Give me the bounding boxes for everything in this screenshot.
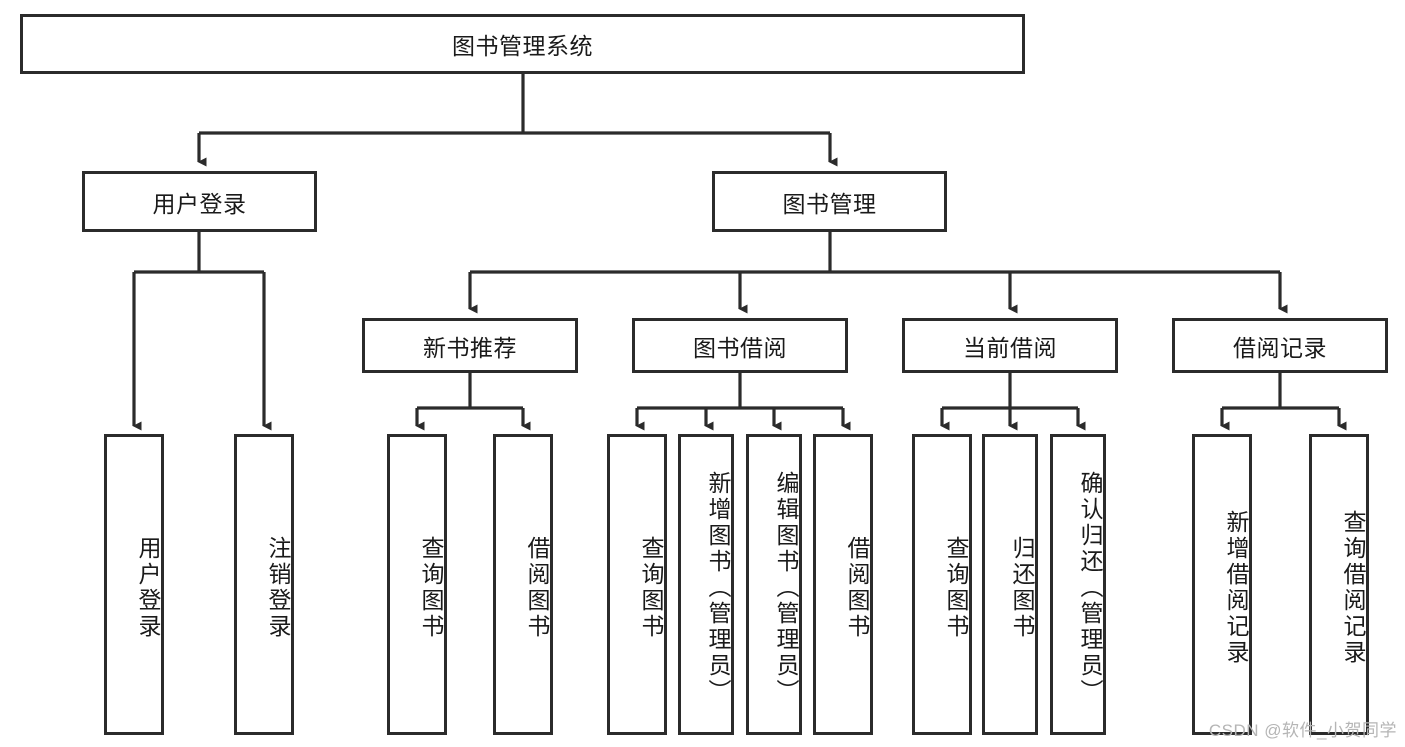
node-label: 查询图书 [418, 535, 444, 640]
node-label: 图书借阅 [693, 334, 787, 361]
node-new-book-recommend[interactable]: 新书推荐 [362, 318, 578, 373]
node-label: 归还图书 [1009, 535, 1035, 640]
leaf-current-return-book[interactable]: 归还图书 [982, 434, 1038, 735]
node-label: 新增图书（管理员） [705, 470, 731, 705]
leaf-borrow-borrow-book[interactable]: 借阅图书 [813, 434, 873, 735]
leaf-current-query-book[interactable]: 查询图书 [912, 434, 972, 735]
node-label: 当前借阅 [963, 334, 1057, 361]
node-label: 新增借阅记录 [1223, 509, 1249, 666]
csdn-watermark: CSDN @软件_小贺同学 [1208, 721, 1397, 740]
leaf-records-add-record[interactable]: 新增借阅记录 [1192, 434, 1252, 735]
node-label: 查询图书 [943, 535, 969, 640]
node-book-management[interactable]: 图书管理 [712, 171, 947, 232]
leaf-user-login-logout[interactable]: 注销登录 [234, 434, 294, 735]
leaf-current-confirm-return-admin[interactable]: 确认归还（管理员） [1050, 434, 1106, 735]
leaf-borrow-query-book[interactable]: 查询图书 [607, 434, 667, 735]
leaf-borrow-add-book-admin[interactable]: 新增图书（管理员） [678, 434, 734, 735]
leaf-user-login-login[interactable]: 用户登录 [104, 434, 164, 735]
node-label: 注销登录 [265, 535, 291, 640]
node-label: 查询图书 [638, 535, 664, 640]
node-label: 图书管理系统 [452, 33, 593, 59]
node-label: 图书管理 [782, 190, 877, 217]
node-label: 借阅图书 [844, 535, 870, 640]
node-label: 编辑图书（管理员） [773, 470, 799, 705]
node-label: 新书推荐 [423, 334, 517, 361]
node-borrow-records[interactable]: 借阅记录 [1172, 318, 1388, 373]
node-user-login[interactable]: 用户登录 [82, 171, 317, 232]
node-label: 确认归还（管理员） [1077, 470, 1103, 705]
node-label: 查询借阅记录 [1340, 509, 1366, 666]
leaf-recommend-borrow-book[interactable]: 借阅图书 [493, 434, 553, 735]
node-label: 借阅图书 [524, 535, 550, 640]
node-current-borrow[interactable]: 当前借阅 [902, 318, 1118, 373]
node-label: 用户登录 [152, 190, 247, 217]
node-root-book-management-system[interactable]: 图书管理系统 [20, 14, 1025, 74]
leaf-recommend-query-book[interactable]: 查询图书 [387, 434, 447, 735]
leaf-borrow-edit-book-admin[interactable]: 编辑图书（管理员） [746, 434, 802, 735]
node-label: 用户登录 [135, 535, 161, 640]
leaf-records-query-record[interactable]: 查询借阅记录 [1309, 434, 1369, 735]
node-book-borrow[interactable]: 图书借阅 [632, 318, 848, 373]
node-label: 借阅记录 [1233, 334, 1327, 361]
